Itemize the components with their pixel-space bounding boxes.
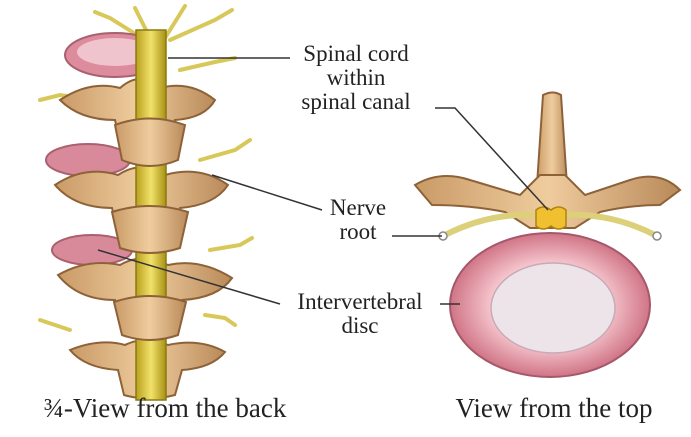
back-view-spine [40,6,252,400]
label-disc-line-1: Intervertebral [275,290,445,314]
label-spinal-cord-line-3: spinal canal [286,90,426,114]
disc-top-nucleus [491,263,615,353]
label-disc-line-2: disc [275,314,445,338]
label-spinal-cord-line-1: Spinal cord [286,42,426,66]
caption-top-view: View from the top [420,394,688,422]
spinal-cord-top [536,207,566,229]
label-spinal-cord: Spinal cord within spinal canal [286,42,426,114]
caption-back-view: ¾-View from the back [0,394,330,422]
spinous-processes [112,119,188,341]
label-intervertebral-disc: Intervertebral disc [275,290,445,338]
label-nerve-root: Nerve root [318,196,398,244]
label-nerve-root-line-2: root [318,220,398,244]
label-spinal-cord-line-2: within [286,66,426,90]
line-nerve-back [212,175,322,210]
top-view-vertebra [415,93,680,378]
label-nerve-root-line-1: Nerve [318,196,398,220]
